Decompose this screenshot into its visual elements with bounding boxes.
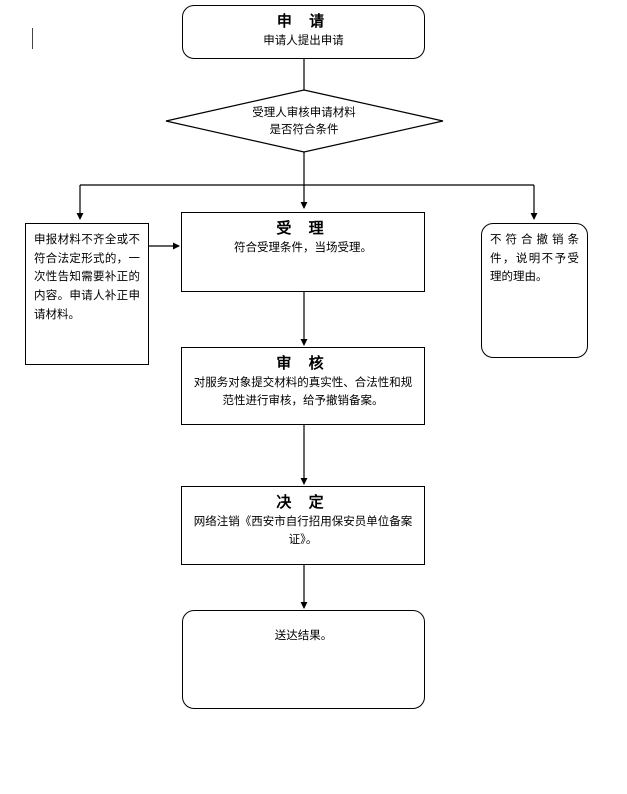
node-decision-line2: 是否符合条件 [269, 121, 339, 136]
node-reject[interactable]: 不符合撤销条件，说明不予受理的理由。 [481, 223, 588, 358]
node-decision-label: 受理人审核申请材料 是否符合条件 [186, 104, 422, 137]
node-supplement-body: 申报材料不齐全或不符合法定形式的，一次性告知需要补正的内容。申请人补正申请材料。 [34, 232, 140, 321]
node-apply-title: 申 请 [276, 12, 331, 30]
node-accept-body: 符合受理条件，当场受理。 [234, 240, 372, 255]
node-decision-line1: 受理人审核申请材料 [252, 105, 356, 119]
node-review-title: 审 核 [276, 354, 330, 372]
node-decide-title: 决 定 [276, 493, 330, 511]
node-deliver-body: 送达结果。 [274, 628, 333, 642]
node-review[interactable]: 审 核 对服务对象提交材料的真实性、合法性和规范性进行审核，给予撤销备案。 [181, 347, 425, 425]
node-accept-title: 受 理 [276, 219, 330, 237]
text-caret-mark [32, 28, 33, 49]
node-review-body: 对服务对象提交材料的真实性、合法性和规范性进行审核，给予撤销备案。 [193, 375, 413, 407]
node-deliver[interactable]: 送达结果。 [182, 610, 425, 709]
node-accept[interactable]: 受 理 符合受理条件，当场受理。 [181, 212, 425, 292]
node-decide-body: 网络注销《西安市自行招用保安员单位备案证》。 [193, 514, 413, 546]
node-supplement[interactable]: 申报材料不齐全或不符合法定形式的，一次性告知需要补正的内容。申请人补正申请材料。 [25, 223, 149, 365]
decision-diamond[interactable] [165, 89, 444, 153]
node-apply-body: 申请人提出申请 [263, 33, 344, 48]
node-decide[interactable]: 决 定 网络注销《西安市自行招用保安员单位备案证》。 [181, 486, 425, 565]
node-reject-body: 不符合撤销条件，说明不予受理的理由。 [490, 232, 579, 284]
node-apply[interactable]: 申 请 申请人提出申请 [182, 5, 425, 59]
